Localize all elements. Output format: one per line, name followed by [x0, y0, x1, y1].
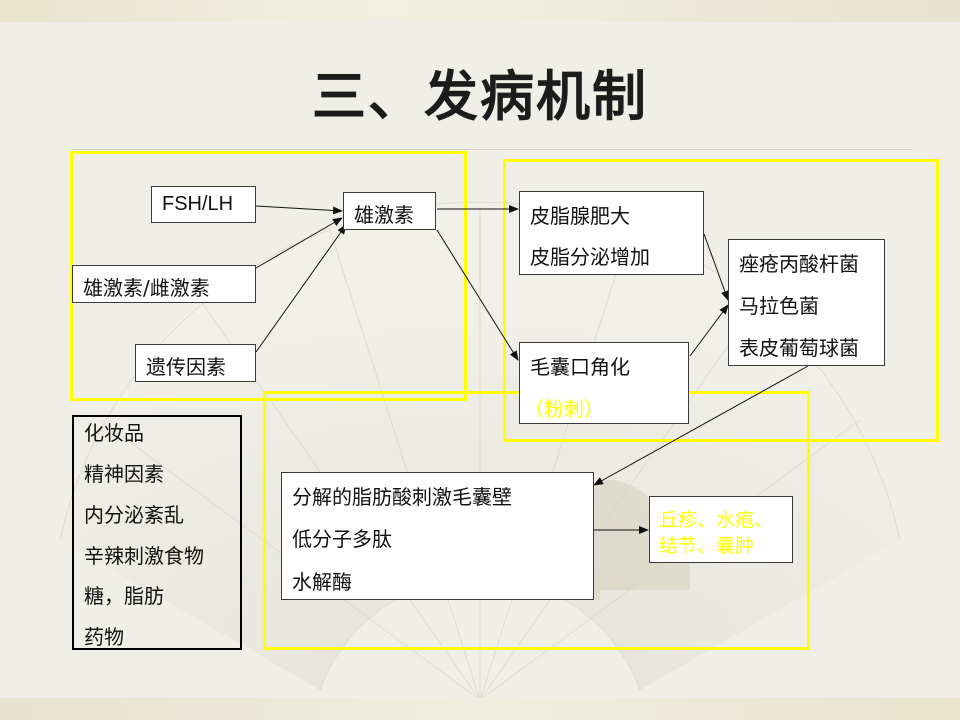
sebaceous-box: 皮脂腺肥大 皮脂分泌增加 — [519, 191, 704, 275]
slide-title: 三、发病机制 — [312, 65, 648, 128]
androgen-estrogen-label: 雄激素/雌激素 — [83, 276, 210, 300]
androgen-label: 雄激素 — [354, 203, 414, 227]
androgen-box: 雄激素 — [343, 192, 436, 230]
follicular-line-1: 毛囊口角化 — [530, 355, 630, 379]
follicular-box: 毛囊口角化 （粉刺） — [519, 342, 689, 424]
comedone-label: （粉刺） — [524, 397, 604, 421]
factor-2: 精神因素 — [84, 462, 164, 486]
genetic-factors-box: 遗传因素 — [135, 344, 256, 382]
arrow-sebaceous-to-bacteria — [703, 233, 729, 301]
sebaceous-line-1: 皮脂腺肥大 — [530, 204, 630, 228]
decomposition-line-3: 水解酶 — [292, 570, 352, 594]
bacteria-line-1: 痤疮丙酸杆菌 — [739, 252, 859, 276]
factor-4: 辛辣刺激食物 — [84, 544, 204, 568]
factor-1: 化妆品 — [84, 421, 144, 445]
bacteria-box: 痤疮丙酸杆菌 马拉色菌 表皮葡萄球菌 — [728, 239, 885, 366]
bacteria-line-2: 马拉色菌 — [739, 294, 819, 318]
bottom-stripe — [0, 698, 960, 720]
decomposition-line-2: 低分子多肽 — [292, 527, 392, 551]
fsh-lh-label: FSH/LH — [162, 193, 234, 215]
bacteria-line-3: 表皮葡萄球菌 — [739, 336, 859, 360]
factor-3: 内分泌紊乱 — [84, 503, 184, 527]
genetic-factors-label: 遗传因素 — [146, 355, 226, 379]
sebaceous-group-frame — [503, 159, 939, 442]
androgen-estrogen-box: 雄激素/雌激素 — [72, 265, 256, 303]
lesions-line-1: 丘疹、水疱、 — [659, 509, 774, 531]
arrow-androgen-to-follicular — [436, 229, 519, 361]
arrow-hormones-to-androgen — [255, 217, 343, 269]
arrow-genetic-to-androgen — [255, 224, 347, 353]
arrow-follicular-to-bacteria — [689, 304, 729, 357]
factor-6: 药物 — [84, 625, 124, 649]
arrow-bacteria-to-decomposition — [593, 365, 809, 486]
top-stripe — [0, 0, 960, 22]
lesions-line-2: 结节、囊肿 — [659, 535, 755, 557]
decomposition-box: 分解的脂肪酸刺激毛囊壁 低分子多肽 水解酶 — [281, 472, 594, 600]
lesions-box: 丘疹、水疱、 结节、囊肿 — [649, 496, 793, 563]
factor-5: 糖，脂肪 — [84, 584, 164, 608]
factors-box: 化妆品 精神因素 内分泌紊乱 辛辣刺激食物 糖，脂肪 药物 — [72, 415, 242, 650]
fsh-lh-box: FSH/LH — [151, 186, 256, 223]
arrow-fsh-to-androgen — [255, 205, 343, 215]
sebaceous-line-2: 皮脂分泌增加 — [530, 245, 650, 269]
decomposition-line-1: 分解的脂肪酸刺激毛囊壁 — [292, 485, 512, 509]
title-divider — [72, 149, 912, 150]
